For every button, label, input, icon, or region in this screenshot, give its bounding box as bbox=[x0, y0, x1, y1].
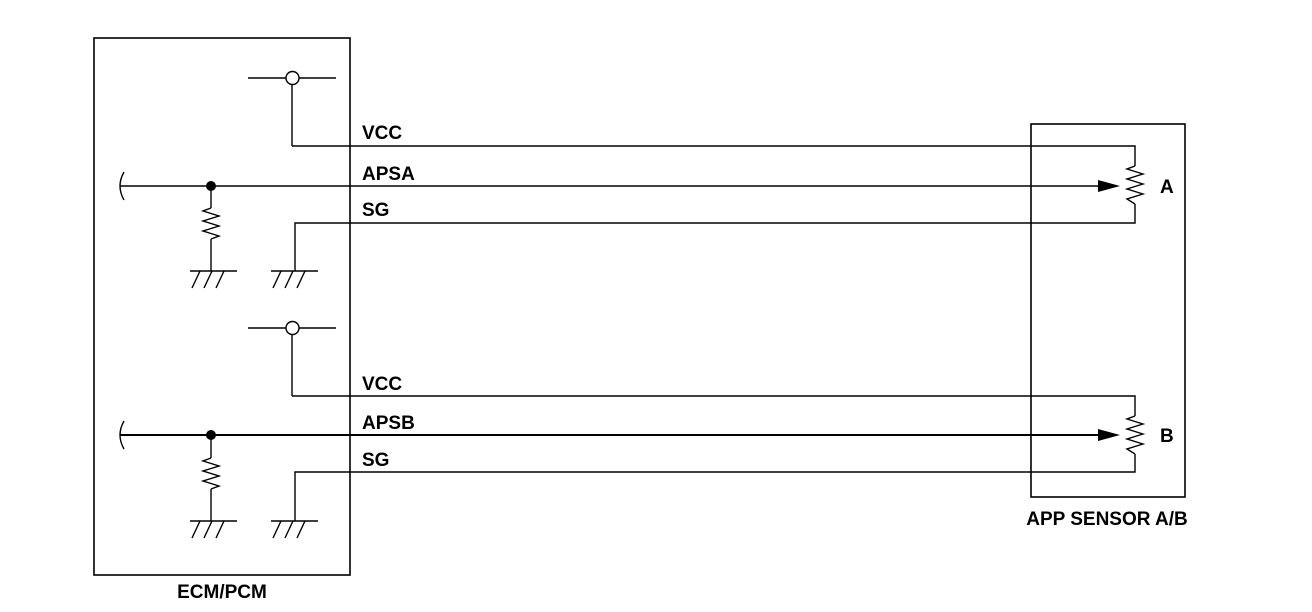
vcc-a-label: VCC bbox=[362, 123, 402, 144]
ground-b1-icon bbox=[190, 520, 237, 539]
pulldown-resistor-b-icon bbox=[200, 457, 222, 490]
apsa-label: APSA bbox=[362, 164, 415, 185]
circuit-b: VCC APSB SG B bbox=[119, 320, 1174, 539]
sg-a-wire bbox=[294, 204, 1136, 271]
app-sensor-label: APP SENSOR A/B bbox=[1026, 509, 1188, 530]
sg-a-label: SG bbox=[362, 200, 389, 221]
apsb-label: APSB bbox=[362, 413, 415, 434]
ecm-pcm-box bbox=[93, 37, 351, 576]
sg-b-label: SG bbox=[362, 450, 389, 471]
sg-b-wire bbox=[294, 454, 1136, 521]
sensor-b-label: B bbox=[1160, 426, 1174, 447]
vcc-b-label: VCC bbox=[362, 374, 402, 395]
ground-b2-icon bbox=[271, 520, 318, 539]
vcc-a-wire bbox=[292, 145, 1136, 166]
vcc-a-terminal-icon bbox=[285, 70, 300, 86]
ground-a2-icon bbox=[271, 270, 318, 289]
app-sensor-box bbox=[1030, 123, 1186, 498]
potentiometer-b-icon bbox=[1124, 415, 1146, 455]
wiper-arrow-b-icon bbox=[1098, 429, 1120, 441]
pulldown-resistor-a-icon bbox=[200, 207, 222, 240]
potentiometer-a-icon bbox=[1124, 165, 1146, 205]
vcc-b-terminal-icon bbox=[285, 320, 300, 336]
ground-a1-icon bbox=[190, 270, 237, 289]
vcc-b-wire bbox=[292, 395, 1136, 416]
sensor-a-label: A bbox=[1160, 177, 1174, 198]
circuit-a: VCC APSA SG A bbox=[119, 70, 1174, 289]
ecm-pcm-label: ECM/PCM bbox=[177, 582, 267, 603]
wiper-arrow-a-icon bbox=[1098, 180, 1120, 192]
